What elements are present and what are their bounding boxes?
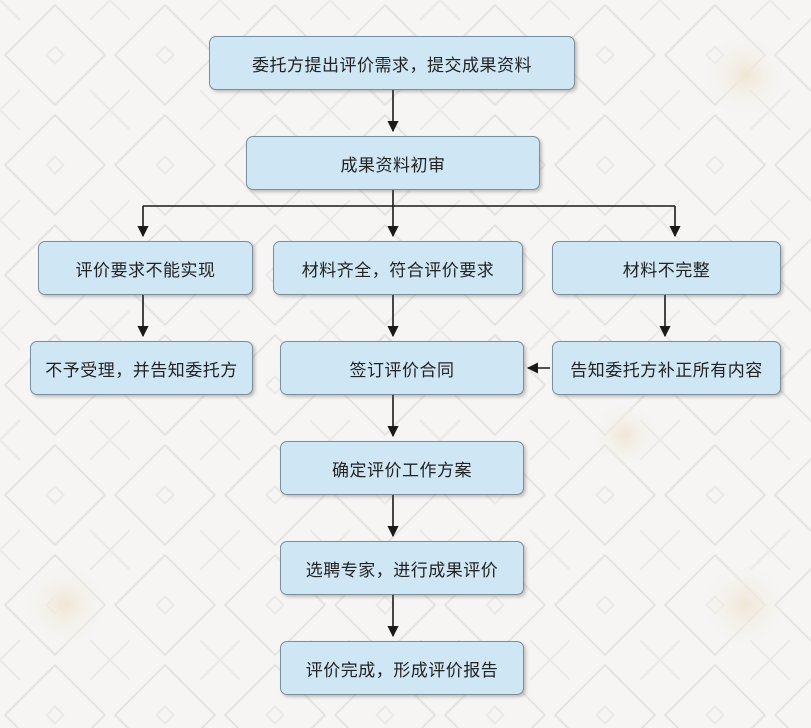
node-work-plan: 确定评价工作方案 <box>280 441 524 495</box>
node-label: 成果资料初审 <box>340 155 446 176</box>
node-label: 材料齐全，符合评价要求 <box>301 260 495 281</box>
node-label: 评价完成，形成评价报告 <box>305 660 499 681</box>
node-cannot-fulfill: 评价要求不能实现 <box>38 241 253 295</box>
node-sign-contract: 签订评价合同 <box>280 341 524 395</box>
node-label: 签订评价合同 <box>349 360 455 381</box>
node-initial-review: 成果资料初审 <box>246 136 540 190</box>
node-materials-complete: 材料齐全，符合评价要求 <box>273 241 523 295</box>
node-label: 确定评价工作方案 <box>332 460 472 481</box>
node-label: 材料不完整 <box>622 260 711 281</box>
node-label: 不予受理，并告知委托方 <box>45 360 238 381</box>
node-label: 告知委托方补正所有内容 <box>570 360 763 381</box>
node-label: 选聘专家，进行成果评价 <box>305 560 499 581</box>
node-reject-notify: 不予受理，并告知委托方 <box>30 341 253 395</box>
node-label: 评价要求不能实现 <box>75 260 216 281</box>
node-request-supplement: 告知委托方补正所有内容 <box>552 341 781 395</box>
node-label: 委托方提出评价需求，提交成果资料 <box>252 55 532 76</box>
node-final-report: 评价完成，形成评价报告 <box>280 641 524 695</box>
node-select-experts: 选聘专家，进行成果评价 <box>280 541 524 595</box>
node-submit-request: 委托方提出评价需求，提交成果资料 <box>209 36 575 90</box>
node-materials-incomplete: 材料不完整 <box>552 241 781 295</box>
